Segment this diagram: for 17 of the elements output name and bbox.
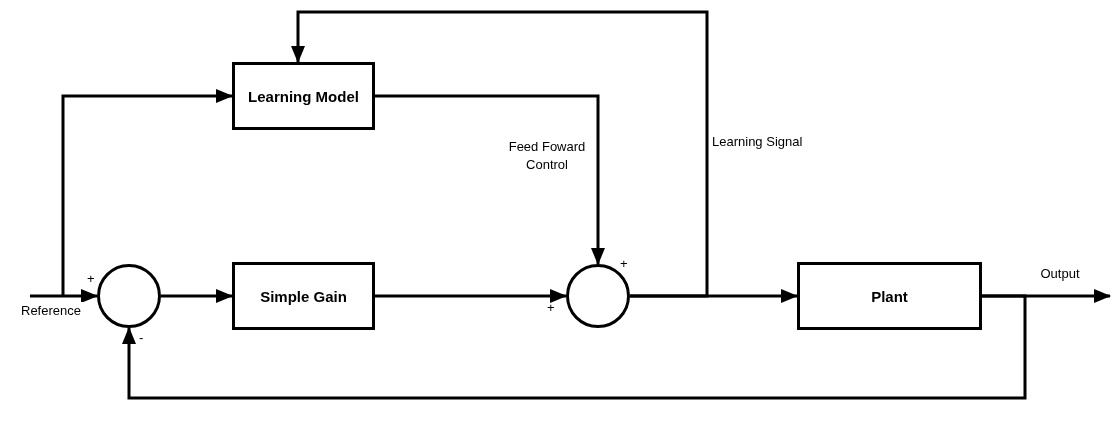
- arrow: [30, 289, 98, 303]
- arrow: [61, 89, 233, 296]
- arrow: [122, 294, 1027, 400]
- sign-label: -: [139, 329, 144, 346]
- process-box: [797, 262, 982, 330]
- block-label: Plant: [871, 287, 908, 305]
- sign-label: +: [547, 299, 555, 316]
- block-label: Learning Model: [248, 87, 359, 105]
- arrow: [375, 94, 605, 265]
- block-label: Simple Gain: [260, 287, 347, 305]
- process-box: [232, 62, 375, 130]
- arrow: [161, 289, 233, 303]
- sign-label: +: [87, 270, 95, 287]
- sign-label: +: [620, 255, 628, 272]
- arrow: [375, 289, 567, 303]
- process-box: [232, 262, 375, 330]
- arrow: [291, 10, 709, 298]
